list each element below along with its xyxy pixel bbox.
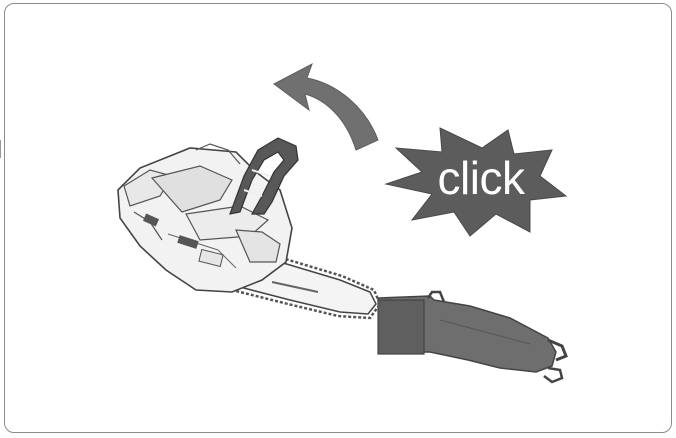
chainsaw-body <box>118 144 292 292</box>
curved-arrow-icon <box>274 64 378 150</box>
scabbard <box>378 292 566 382</box>
click-label: click <box>416 150 546 206</box>
